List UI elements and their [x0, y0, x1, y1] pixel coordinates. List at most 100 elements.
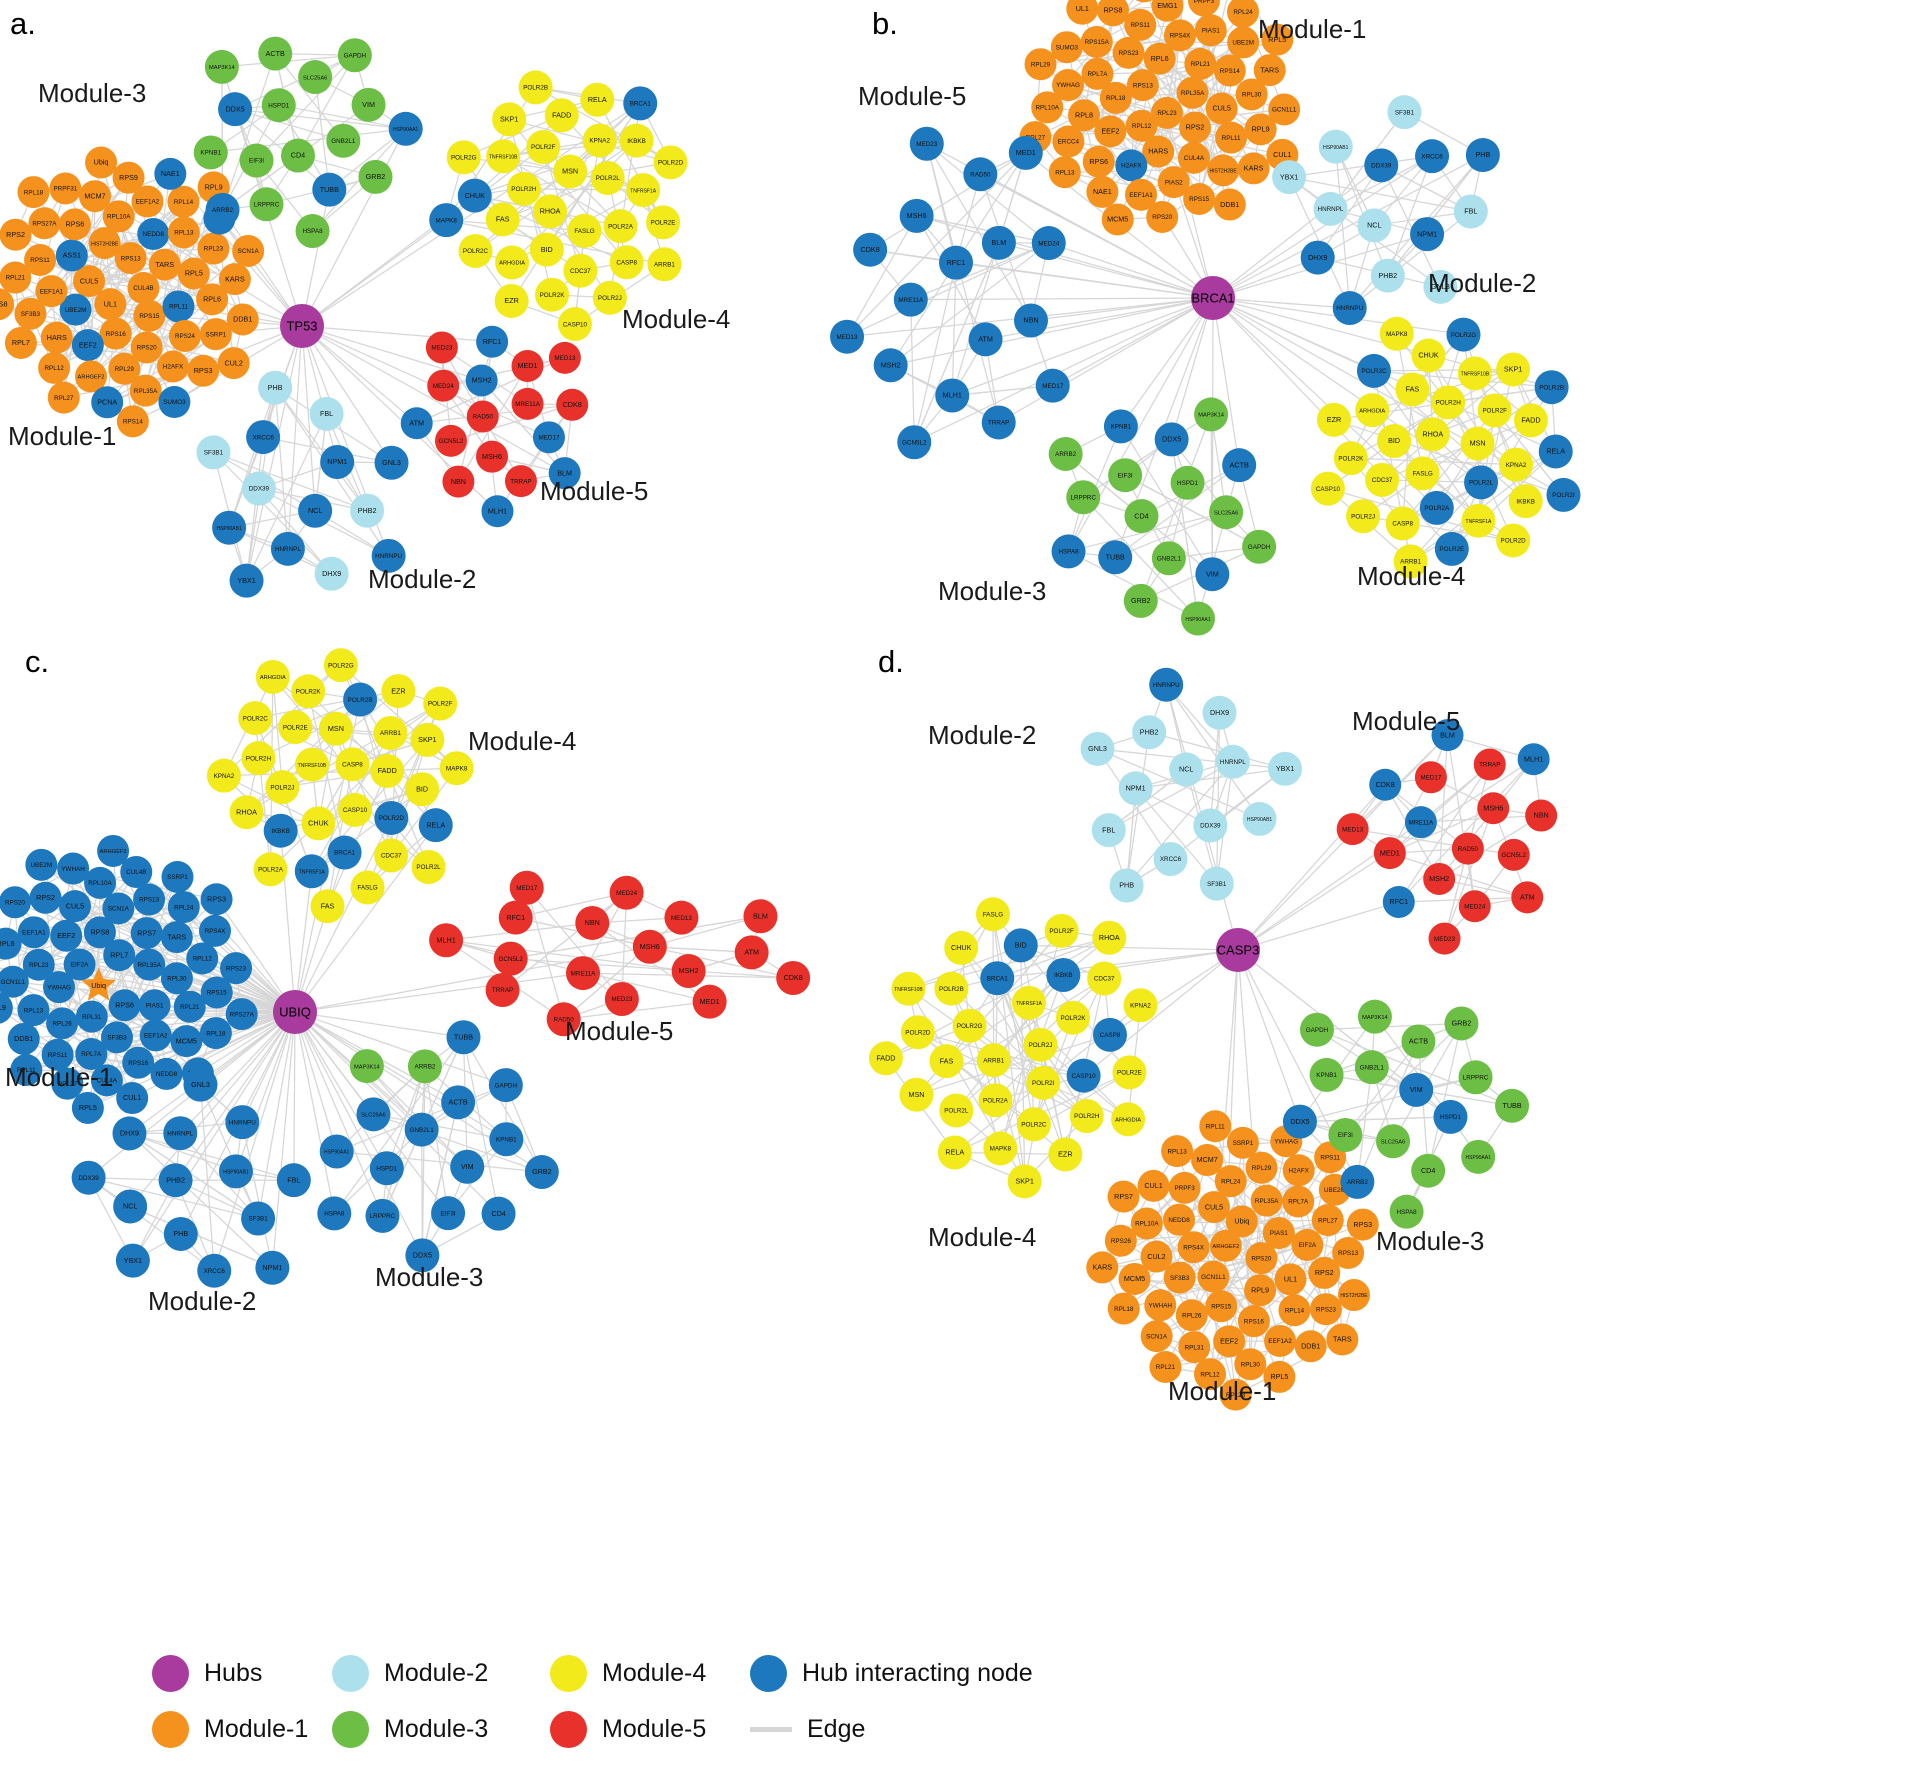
node-RPS3: RPS3 — [187, 354, 220, 387]
node-MED13: MED13 — [664, 900, 699, 935]
node-RPS27A: RPS27A — [225, 998, 258, 1031]
node-MCM5: MCM5 — [170, 1025, 203, 1058]
node-MCM7: MCM7 — [1191, 1144, 1224, 1177]
node-RPS3: RPS3 — [1346, 1208, 1379, 1241]
node-RPS15A: RPS15A — [1080, 25, 1113, 58]
node-MRE11A: MRE11A — [511, 387, 544, 420]
node-HSPA8: HSPA8 — [1051, 534, 1086, 569]
node-RPL9: RPL9 — [1244, 1274, 1277, 1307]
node-CDC37: CDC37 — [374, 838, 409, 873]
node-RPL12: RPL12 — [38, 351, 71, 384]
node-RELA: RELA — [1538, 434, 1573, 469]
node-POLR2C: POLR2C — [238, 701, 273, 736]
node-POLR2K: POLR2K — [291, 674, 326, 709]
legend-label: Edge — [807, 1714, 866, 1743]
node-SSRP1: SSRP1 — [199, 318, 232, 351]
node-RPL11: RPL11 — [1215, 121, 1248, 154]
node-POLR2F: POLR2F — [526, 129, 561, 164]
node-ARHGDIA: ARHGDIA — [1111, 1102, 1146, 1137]
node-NAE1: NAE1 — [154, 157, 187, 190]
node-DDX5: DDX5 — [1154, 422, 1189, 457]
node-HNRNPL: HNRNPL — [1215, 744, 1250, 779]
node-MAP3K14: MAP3K14 — [349, 1049, 384, 1084]
node-FADD: FADD — [370, 753, 405, 788]
node-RPL26: RPL26 — [46, 1007, 79, 1040]
node-ATM: ATM — [400, 407, 433, 440]
legend-item-module-5: Module-5 — [550, 1710, 750, 1748]
node-YBX1: YBX1 — [1268, 751, 1303, 786]
node-ATM: ATM — [968, 322, 1003, 357]
node-POLR2C: POLR2C — [1016, 1107, 1051, 1142]
panel-letter-d: d. — [878, 644, 904, 679]
node-RPS2: RPS2 — [29, 881, 62, 914]
node-POLR2H: POLR2H — [1069, 1099, 1104, 1134]
node-MLH1: MLH1 — [1517, 743, 1550, 776]
node-MCM7: MCM7 — [78, 180, 111, 213]
node-PCNA: PCNA — [91, 386, 124, 419]
node-SKP1: SKP1 — [410, 722, 445, 757]
node-NCL: NCL — [113, 1189, 148, 1224]
node-RAD50: RAD50 — [1451, 832, 1484, 865]
node-DDB1: DDB1 — [7, 1022, 40, 1055]
module-label-c-module-1: Module-1 — [5, 1062, 113, 1092]
node-RPL21: RPL21 — [173, 990, 206, 1023]
node-HNRNPL: HNRNPL — [1313, 191, 1348, 226]
node-DDB1: DDB1 — [1294, 1330, 1327, 1363]
node-ATM: ATM — [1511, 881, 1544, 914]
node-RPL5: RPL5 — [71, 1091, 104, 1124]
module-label-b-module-4: Module-4 — [1357, 561, 1465, 591]
node-ARRB1: ARRB1 — [373, 716, 408, 751]
node-NBN: NBN — [575, 905, 610, 940]
node-MLH1: MLH1 — [429, 923, 464, 958]
node-MSH6: MSH6 — [632, 929, 667, 964]
node-UBE2M: UBE2M — [1227, 26, 1260, 59]
node-MLH1: MLH1 — [481, 495, 514, 528]
node-RPS23: RPS23 — [1112, 36, 1145, 69]
node-DDX39: DDX39 — [1193, 808, 1228, 843]
node-MSH2: MSH2 — [1423, 862, 1456, 895]
node-PHB2: PHB2 — [1370, 258, 1405, 293]
node-POLR2G: POLR2G — [323, 648, 358, 683]
module-label-b-module-3: Module-3 — [938, 576, 1046, 606]
node-NPM1: NPM1 — [320, 444, 355, 479]
module-label-c-module-4: Module-4 — [468, 726, 576, 756]
node-EEF2: EEF2 — [50, 919, 83, 952]
module-label-d-module-4: Module-4 — [928, 1222, 1036, 1252]
node-IKBKB: IKBKB — [619, 123, 654, 158]
node-RHOA: RHOA — [1415, 417, 1450, 452]
node-SUMO3: SUMO3 — [1050, 31, 1083, 64]
node-ARRB1: ARRB1 — [976, 1043, 1011, 1078]
node-EEF1A1: EEF1A1 — [17, 916, 50, 949]
node-PHB: PHB — [163, 1216, 198, 1251]
node-FAS: FAS — [485, 202, 520, 237]
module-label-a-module-5: Module-5 — [540, 476, 648, 506]
node-CD4: CD4 — [280, 138, 315, 173]
hub-node-BRCA1: BRCA1 — [1191, 276, 1235, 320]
node-LRPPRC: LRPPRC — [249, 187, 284, 222]
node-FASLG: FASLG — [975, 897, 1010, 932]
node-HSPD1: HSPD1 — [1433, 1099, 1468, 1134]
node-RPS4X: RPS4X — [1177, 1231, 1210, 1264]
node-GRB2: GRB2 — [1444, 1006, 1479, 1041]
node-TNFRSF1A: TNFRSF1A — [1461, 503, 1496, 538]
node-RHOA: RHOA — [229, 795, 264, 830]
legend-label: Module-1 — [204, 1714, 309, 1743]
node-POLR2J: POLR2J — [1023, 1027, 1058, 1062]
node-TRRAP: TRRAP — [485, 973, 520, 1008]
node-YBX1: YBX1 — [115, 1243, 150, 1278]
node-MED17: MED17 — [509, 870, 544, 905]
node-PHB: PHB — [258, 370, 293, 405]
node-RPL12: RPL12 — [186, 942, 219, 975]
node-CDK8: CDK8 — [853, 232, 888, 267]
node-FASLG: FASLG — [567, 213, 602, 248]
node-HNRNPU: HNRNPU — [1332, 291, 1367, 326]
node-CUL1: CUL1 — [116, 1082, 149, 1115]
node-POLR2B: POLR2B — [343, 682, 378, 717]
node-SF3B1: SF3B1 — [241, 1201, 276, 1236]
node-RAD50: RAD50 — [466, 400, 499, 433]
node-RPL11: RPL11 — [1199, 1110, 1232, 1143]
node-RPL21: RPL21 — [1184, 47, 1217, 80]
hub-node-CASP3: CASP3 — [1216, 928, 1260, 972]
module-label-d-module-3: Module-3 — [1376, 1226, 1484, 1256]
node-MED1: MED1 — [511, 349, 544, 382]
